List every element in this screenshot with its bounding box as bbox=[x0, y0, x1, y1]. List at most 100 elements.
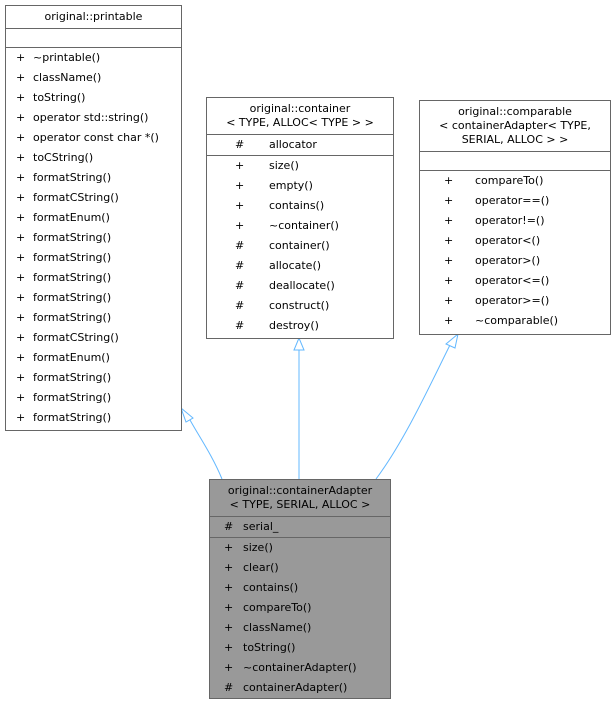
visibility-marker: + bbox=[224, 561, 234, 574]
class-printable[interactable]: original::printable+~printable()+classNa… bbox=[5, 5, 182, 431]
class-comparable[interactable]: original::comparable< containerAdapter< … bbox=[419, 100, 611, 335]
method[interactable]: +operator!=() bbox=[420, 211, 610, 231]
method[interactable]: + formatString() bbox=[6, 288, 181, 308]
class-title-line: SERIAL, ALLOC > > bbox=[461, 133, 569, 146]
visibility-marker: + bbox=[235, 219, 245, 232]
class-containerAdapter[interactable]: original::containerAdapter< TYPE, SERIAL… bbox=[209, 479, 391, 699]
method[interactable]: +className() bbox=[6, 68, 181, 88]
method[interactable]: +operator>=() bbox=[420, 291, 610, 311]
method-name: construct() bbox=[269, 299, 330, 312]
visibility-marker: + bbox=[444, 274, 454, 287]
method[interactable]: +empty() bbox=[207, 176, 393, 196]
method[interactable]: # construct() bbox=[207, 296, 393, 316]
method-name: formatString() bbox=[33, 391, 112, 404]
visibility-marker: + bbox=[16, 271, 26, 284]
attribute-section: #serial_ bbox=[210, 517, 390, 538]
method[interactable]: +~printable() bbox=[6, 48, 181, 68]
method[interactable]: # allocate() bbox=[207, 256, 393, 276]
edge-printable bbox=[189, 419, 223, 480]
method[interactable]: +compareTo() bbox=[210, 598, 390, 618]
method[interactable]: + formatString() bbox=[6, 168, 181, 188]
visibility-marker: + bbox=[224, 541, 234, 554]
method[interactable]: +formatCString() bbox=[6, 328, 181, 348]
visibility-marker: + bbox=[16, 91, 26, 104]
visibility-marker: + bbox=[16, 151, 26, 164]
method[interactable]: +clear() bbox=[210, 558, 390, 578]
method[interactable]: +formatString() bbox=[6, 308, 181, 328]
method-name: ~containerAdapter() bbox=[243, 661, 357, 674]
method[interactable]: +formatEnum() bbox=[6, 208, 181, 228]
method-name: formatString() bbox=[33, 171, 112, 184]
class-title-line: < TYPE, SERIAL, ALLOC > bbox=[229, 498, 371, 511]
class-container[interactable]: original::container< TYPE, ALLOC< TYPE >… bbox=[206, 97, 394, 339]
visibility-marker: + bbox=[16, 171, 26, 184]
method[interactable]: #containerAdapter() bbox=[210, 678, 390, 698]
visibility-marker: + bbox=[16, 71, 26, 84]
method-name: formatEnum() bbox=[33, 211, 110, 224]
method-name: contains() bbox=[243, 581, 299, 594]
class-title: original::comparable< containerAdapter< … bbox=[420, 101, 610, 152]
method-name: formatString() bbox=[33, 251, 112, 264]
method-name: toCString() bbox=[33, 151, 94, 164]
visibility-marker: + bbox=[224, 661, 234, 674]
method[interactable]: +formatString() bbox=[6, 368, 181, 388]
method[interactable]: +contains() bbox=[210, 578, 390, 598]
method[interactable]: +operator==() bbox=[420, 191, 610, 211]
visibility-marker: + bbox=[444, 194, 454, 207]
method[interactable]: #deallocate() bbox=[207, 276, 393, 296]
method-name: compareTo() bbox=[243, 601, 312, 614]
attribute-section: #allocator bbox=[207, 135, 393, 156]
method-name: formatString() bbox=[33, 231, 112, 244]
visibility-marker: + bbox=[16, 131, 26, 144]
visibility-marker: # bbox=[235, 138, 245, 151]
method[interactable]: +compareTo() bbox=[420, 171, 610, 191]
method[interactable]: + formatEnum() bbox=[6, 348, 181, 368]
method[interactable]: + className() bbox=[210, 618, 390, 638]
method[interactable]: + size() bbox=[210, 538, 390, 558]
method[interactable]: +toString() bbox=[210, 638, 390, 658]
visibility-marker: # bbox=[235, 259, 245, 272]
method-name: formatEnum() bbox=[33, 351, 110, 364]
method[interactable]: +~comparable() bbox=[420, 311, 610, 331]
visibility-marker: + bbox=[16, 411, 26, 424]
method[interactable]: + ~containerAdapter() bbox=[210, 658, 390, 678]
method-name: operator std::string() bbox=[33, 111, 149, 124]
method[interactable]: +operator const char *() bbox=[6, 128, 181, 148]
method[interactable]: +operator<=() bbox=[420, 271, 610, 291]
visibility-marker: + bbox=[16, 291, 26, 304]
visibility-marker: + bbox=[444, 254, 454, 267]
class-title-line: < TYPE, ALLOC< TYPE > > bbox=[226, 116, 374, 129]
method[interactable]: + ~container() bbox=[207, 216, 393, 236]
method-section: +size()+clear()+contains()+compareTo()+c… bbox=[210, 538, 390, 698]
method[interactable]: +operator>() bbox=[420, 251, 610, 271]
visibility-marker: + bbox=[224, 621, 234, 634]
method[interactable]: #container() bbox=[207, 236, 393, 256]
method-section: +compareTo()+operator==()+operator!=()+o… bbox=[420, 171, 610, 331]
method-name: size() bbox=[243, 541, 273, 554]
method-name: formatString() bbox=[33, 291, 112, 304]
method-name: ~container() bbox=[269, 219, 339, 232]
visibility-marker: + bbox=[16, 351, 26, 364]
method[interactable]: + toCString() bbox=[6, 148, 181, 168]
method[interactable]: +toString() bbox=[6, 88, 181, 108]
method[interactable]: +formatString() bbox=[6, 248, 181, 268]
method[interactable]: #destroy() bbox=[207, 316, 393, 336]
visibility-marker: # bbox=[235, 299, 245, 312]
method-name: className() bbox=[243, 621, 312, 634]
method[interactable]: +formatCString() bbox=[6, 188, 181, 208]
method[interactable]: +formatString() bbox=[6, 228, 181, 248]
attribute[interactable]: #serial_ bbox=[210, 517, 390, 537]
method[interactable]: + operator std::string() bbox=[6, 108, 181, 128]
method[interactable]: +formatString() bbox=[6, 388, 181, 408]
attribute[interactable]: #allocator bbox=[207, 135, 393, 155]
method[interactable]: +formatString() bbox=[6, 268, 181, 288]
arrowhead-printable bbox=[179, 406, 194, 423]
method-name: allocate() bbox=[269, 259, 322, 272]
class-title-line: original::printable bbox=[44, 10, 143, 23]
method[interactable]: +size() bbox=[207, 156, 393, 176]
method[interactable]: +operator<() bbox=[420, 231, 610, 251]
method[interactable]: +contains() bbox=[207, 196, 393, 216]
visibility-marker: + bbox=[16, 111, 26, 124]
method-name: formatString() bbox=[33, 311, 112, 324]
method[interactable]: +formatString() bbox=[6, 408, 181, 428]
